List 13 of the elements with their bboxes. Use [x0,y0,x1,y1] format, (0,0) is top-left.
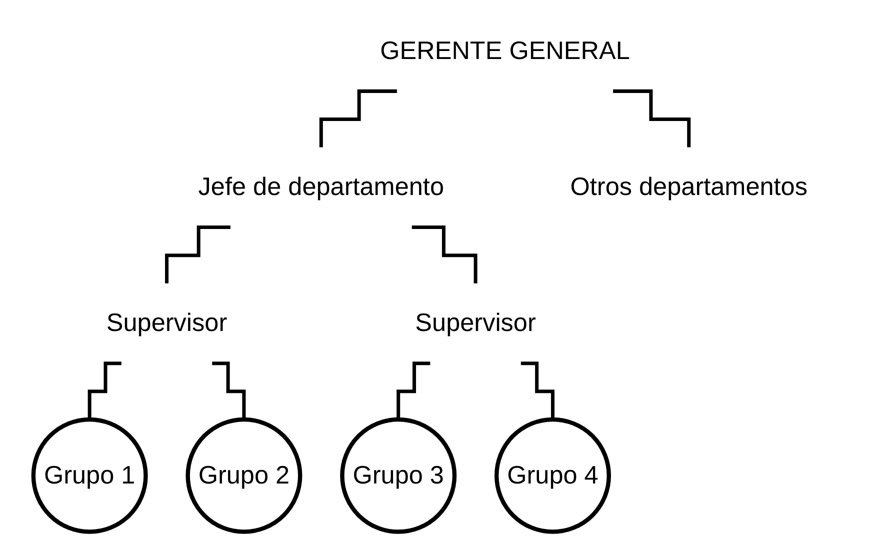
connector [613,89,691,150]
node-circle: Grupo 4 [494,417,611,534]
node-text: Jefe de departamento [198,172,444,201]
node-text: Otros departamentos [570,172,808,201]
node-circle: Grupo 2 [186,417,302,534]
connector [412,226,478,286]
connector [165,226,230,286]
node-text: GERENTE GENERAL [380,36,630,65]
node-circle: Grupo 3 [340,417,457,534]
connector [319,89,397,150]
node-text: Supervisor [415,308,536,337]
node-circle: Grupo 1 [31,417,148,534]
node-text: Supervisor [106,308,228,337]
